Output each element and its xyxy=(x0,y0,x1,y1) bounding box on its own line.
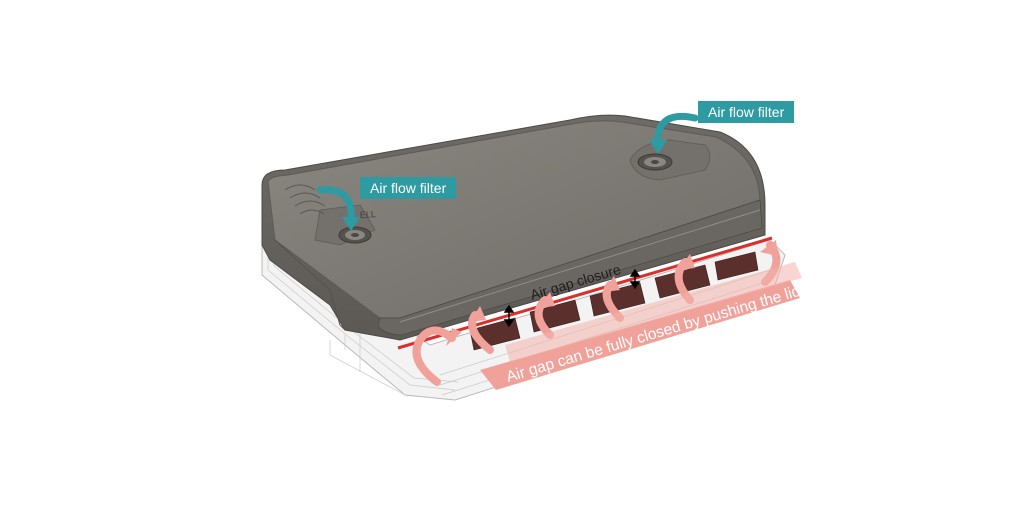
air-gap-note-banner xyxy=(480,262,802,390)
lid xyxy=(261,114,766,341)
airflow-arrowheads xyxy=(446,240,778,346)
filter-arrow-right xyxy=(653,112,699,146)
air-flow-filter-label-right: Air flow filter xyxy=(698,101,795,123)
engraved-logo xyxy=(284,184,326,215)
engraved-brand-text: ELL xyxy=(360,209,377,220)
filter-grille-left xyxy=(338,226,372,244)
airflow-arrow-1 xyxy=(412,326,456,386)
air-gap-line xyxy=(397,236,773,350)
air-flow-filter-label-left: Air flow filter xyxy=(360,177,457,199)
filter-arrow-left xyxy=(316,186,355,224)
filter-arrows xyxy=(316,112,699,224)
filter-arrowheads xyxy=(342,140,667,231)
gap-indicator-arrows xyxy=(503,268,641,328)
filter-grille-right xyxy=(637,153,673,171)
